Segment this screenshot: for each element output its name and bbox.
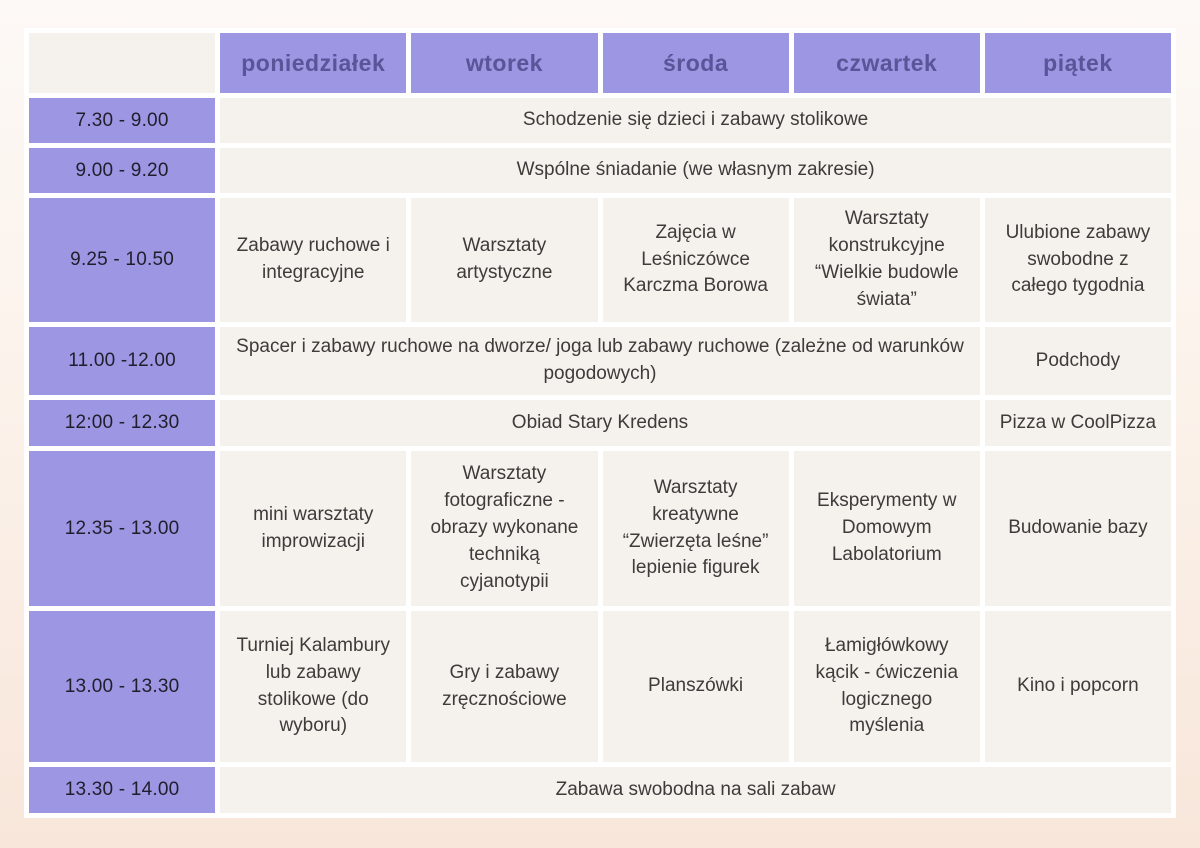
activity-cell: Gry i zabawy zręcznościowe bbox=[411, 611, 598, 762]
activity-cell: Spacer i zabawy ruchowe na dworze/ joga … bbox=[220, 327, 980, 395]
activity-cell: Kino i popcorn bbox=[984, 611, 1171, 762]
day-header-poniedzialek: poniedziałek bbox=[220, 33, 407, 93]
time-cell: 12.35 - 13.00 bbox=[29, 451, 216, 606]
activity-cell: Pizza w CoolPizza bbox=[984, 400, 1171, 446]
activity-cell: Warsztaty konstrukcyjne “Wielkie budowle… bbox=[793, 198, 980, 322]
activity-cell: Zabawy ruchowe i integracyjne bbox=[220, 198, 407, 322]
activity-cell: Eksperymenty w Domowym Labolatorium bbox=[793, 451, 980, 606]
activity-cell: Budowanie bazy bbox=[984, 451, 1171, 606]
weekly-schedule-table: poniedziałek wtorek środa czwartek piąte… bbox=[24, 28, 1176, 818]
time-cell: 11.00 -12.00 bbox=[29, 327, 216, 395]
activity-cell: Zabawa swobodna na sali zabaw bbox=[220, 767, 1171, 813]
activity-cell: Turniej Kalambury lub zabawy stolikowe (… bbox=[220, 611, 407, 762]
time-cell: 7.30 - 9.00 bbox=[29, 98, 216, 143]
time-cell: 13.00 - 13.30 bbox=[29, 611, 216, 762]
activity-cell: Warsztaty artystyczne bbox=[411, 198, 598, 322]
activity-cell: Ulubione zabawy swobodne z całego tygodn… bbox=[984, 198, 1171, 322]
activity-cell: Schodzenie się dzieci i zabawy stolikowe bbox=[220, 98, 1171, 143]
time-cell: 9.00 - 9.20 bbox=[29, 148, 216, 193]
activity-cell: Wspólne śniadanie (we własnym zakresie) bbox=[220, 148, 1171, 193]
activity-cell: Warsztaty fotograficzne - obrazy wykonan… bbox=[411, 451, 598, 606]
activity-cell: Łamigłówkowy kącik - ćwiczenia logiczneg… bbox=[793, 611, 980, 762]
activity-cell: Warsztaty kreatywne “Zwierzęta leśne” le… bbox=[602, 451, 789, 606]
time-cell: 13.30 - 14.00 bbox=[29, 767, 216, 813]
activity-cell: Planszówki bbox=[602, 611, 789, 762]
day-header-czwartek: czwartek bbox=[793, 33, 980, 93]
activity-cell: Obiad Stary Kredens bbox=[220, 400, 980, 446]
day-header-sroda: środa bbox=[602, 33, 789, 93]
time-cell: 12:00 - 12.30 bbox=[29, 400, 216, 446]
activity-cell: mini warsztaty improwizacji bbox=[220, 451, 407, 606]
day-header-piatek: piątek bbox=[984, 33, 1171, 93]
time-cell: 9.25 - 10.50 bbox=[29, 198, 216, 322]
day-header-wtorek: wtorek bbox=[411, 33, 598, 93]
corner-cell bbox=[29, 33, 216, 93]
activity-cell: Zajęcia w Leśniczówce Karczma Borowa bbox=[602, 198, 789, 322]
activity-cell: Podchody bbox=[984, 327, 1171, 395]
